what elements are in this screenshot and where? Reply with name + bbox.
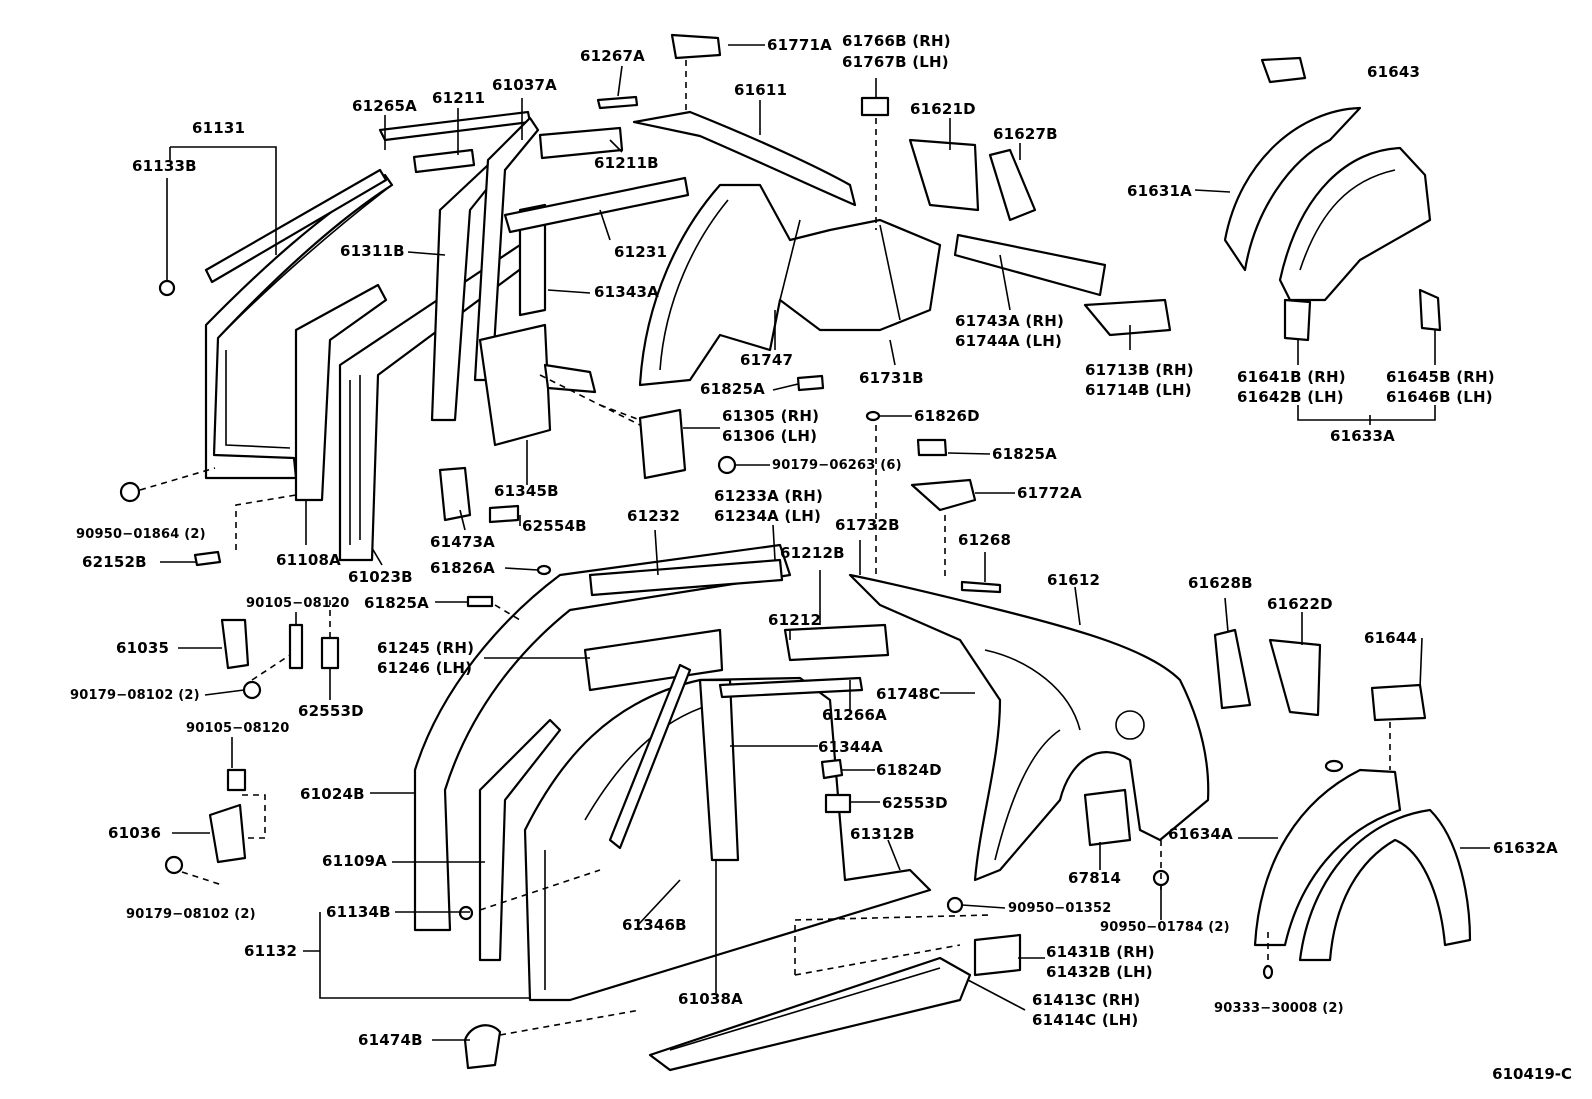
part-label-61345b: 61345B: [494, 482, 559, 500]
part-label-61633a: 61633A: [1330, 427, 1395, 445]
part-label-61036: 61036: [108, 824, 162, 842]
part-label-62554b: 62554B: [522, 517, 587, 535]
part-label-61473a: 61473A: [430, 533, 495, 551]
part-label-61743a: 61743A (RH): [955, 312, 1065, 330]
diagram-reference-code: 610419-C: [1492, 1065, 1572, 1083]
part-label-61312b: 61312B: [850, 825, 915, 843]
part-label-61134b: 61134B: [326, 903, 391, 921]
part-label-61246: 61246 (LH): [377, 659, 473, 677]
part-label-61431b: 61431B (RH): [1046, 943, 1155, 961]
part-label-61108a: 61108A: [276, 551, 341, 569]
part-label-61621d: 61621D: [910, 100, 976, 118]
part-label-61413c: 61413C (RH): [1032, 991, 1141, 1009]
part-label-61731b: 61731B: [859, 369, 924, 387]
part-label-61622d: 61622D: [1267, 595, 1333, 613]
part-label-61306: 61306 (LH): [722, 427, 818, 445]
part-label-61767b: 61767B (LH): [842, 53, 949, 71]
part-label-61311b: 61311B: [340, 242, 405, 260]
part-label-90179-08102-lower: 90179−08102 (2): [126, 907, 256, 922]
part-label-90105-08120-lower: 90105−08120: [186, 721, 290, 736]
part-label-61132: 61132: [244, 942, 298, 960]
part-label-61343a: 61343A: [594, 283, 659, 301]
part-label-61268: 61268: [958, 531, 1012, 549]
part-label-61232: 61232: [627, 507, 681, 525]
part-label-61212: 61212: [768, 611, 822, 629]
part-label-61305: 61305 (RH): [722, 407, 820, 425]
part-label-61634a: 61634A: [1168, 825, 1233, 843]
part-label-90950-01352: 90950−01352: [1008, 901, 1112, 916]
part-label-61714b: 61714B (LH): [1085, 381, 1192, 399]
part-label-61038a: 61038A: [678, 990, 743, 1008]
part-label-61037a: 61037A: [492, 76, 557, 94]
part-label-61641b: 61641B (RH): [1237, 368, 1346, 386]
part-label-61744a: 61744A (LH): [955, 332, 1063, 350]
part-label-61645b: 61645B (RH): [1386, 368, 1495, 386]
part-label-61747: 61747: [740, 351, 794, 369]
part-label-61825a-lower: 61825A: [364, 594, 429, 612]
part-label-61245: 61245 (RH): [377, 639, 475, 657]
part-label-61825a-mid: 61825A: [992, 445, 1057, 463]
part-label-90179-08102-upper: 90179−08102 (2): [70, 688, 200, 703]
part-label-61023b: 61023B: [348, 568, 413, 586]
part-label-61642b: 61642B (LH): [1237, 388, 1344, 406]
part-label-61344a: 61344A: [818, 738, 883, 756]
part-label-61748c: 61748C: [876, 685, 941, 703]
part-label-61713b: 61713B (RH): [1085, 361, 1194, 379]
part-label-61611: 61611: [734, 81, 788, 99]
part-label-61234a: 61234A (LH): [714, 507, 822, 525]
part-label-61631a: 61631A: [1127, 182, 1192, 200]
part-label-61432b: 61432B (LH): [1046, 963, 1153, 981]
part-label-61024b: 61024B: [300, 785, 365, 803]
part-label-62152b: 62152B: [82, 553, 147, 571]
part-label-61211: 61211: [432, 89, 486, 107]
part-label-61265a: 61265A: [352, 97, 417, 115]
part-label-61267a: 61267A: [580, 47, 645, 65]
part-label-61612: 61612: [1047, 571, 1101, 589]
part-label-61632a: 61632A: [1493, 839, 1558, 857]
part-label-90105-08120-upper: 90105−08120: [246, 596, 350, 611]
part-label-61131: 61131: [192, 119, 246, 137]
part-label-61766b: 61766B (RH): [842, 32, 951, 50]
part-label-61824d: 61824D: [876, 761, 942, 779]
part-label-90950-01784: 90950−01784 (2): [1100, 920, 1230, 935]
part-label-61732b: 61732B: [835, 516, 900, 534]
part-label-67814: 67814: [1068, 869, 1122, 887]
part-label-61643: 61643: [1367, 63, 1421, 81]
part-label-61266a: 61266A: [822, 706, 887, 724]
part-label-61772a: 61772A: [1017, 484, 1082, 502]
part-label-61826a: 61826A: [430, 559, 495, 577]
part-label-61771a: 61771A: [767, 36, 832, 54]
part-label-61628b: 61628B: [1188, 574, 1253, 592]
part-label-61133b: 61133B: [132, 157, 197, 175]
part-label-61109a: 61109A: [322, 852, 387, 870]
part-label-61474b: 61474B: [358, 1031, 423, 1049]
part-label-61212b: 61212B: [780, 544, 845, 562]
part-label-61231: 61231: [614, 243, 668, 261]
part-label-61346b: 61346B: [622, 916, 687, 934]
part-label-61233a: 61233A (RH): [714, 487, 824, 505]
part-label-61414c: 61414C (LH): [1032, 1011, 1139, 1029]
part-label-61211b: 61211B: [594, 154, 659, 172]
part-label-62553d-left: 62553D: [298, 702, 364, 720]
part-label-90950-01864: 90950−01864 (2): [76, 527, 206, 542]
part-label-61627b: 61627B: [993, 125, 1058, 143]
part-label-90179-06263: 90179−06263 (6): [772, 458, 902, 473]
part-label-90333-30008: 90333−30008 (2): [1214, 1001, 1344, 1016]
part-label-61826d: 61826D: [914, 407, 980, 425]
part-label-61035: 61035: [116, 639, 170, 657]
part-label-62553d-right: 62553D: [882, 794, 948, 812]
part-label-61644: 61644: [1364, 629, 1418, 647]
part-label-61825a-upper: 61825A: [700, 380, 765, 398]
part-label-61646b: 61646B (LH): [1386, 388, 1493, 406]
